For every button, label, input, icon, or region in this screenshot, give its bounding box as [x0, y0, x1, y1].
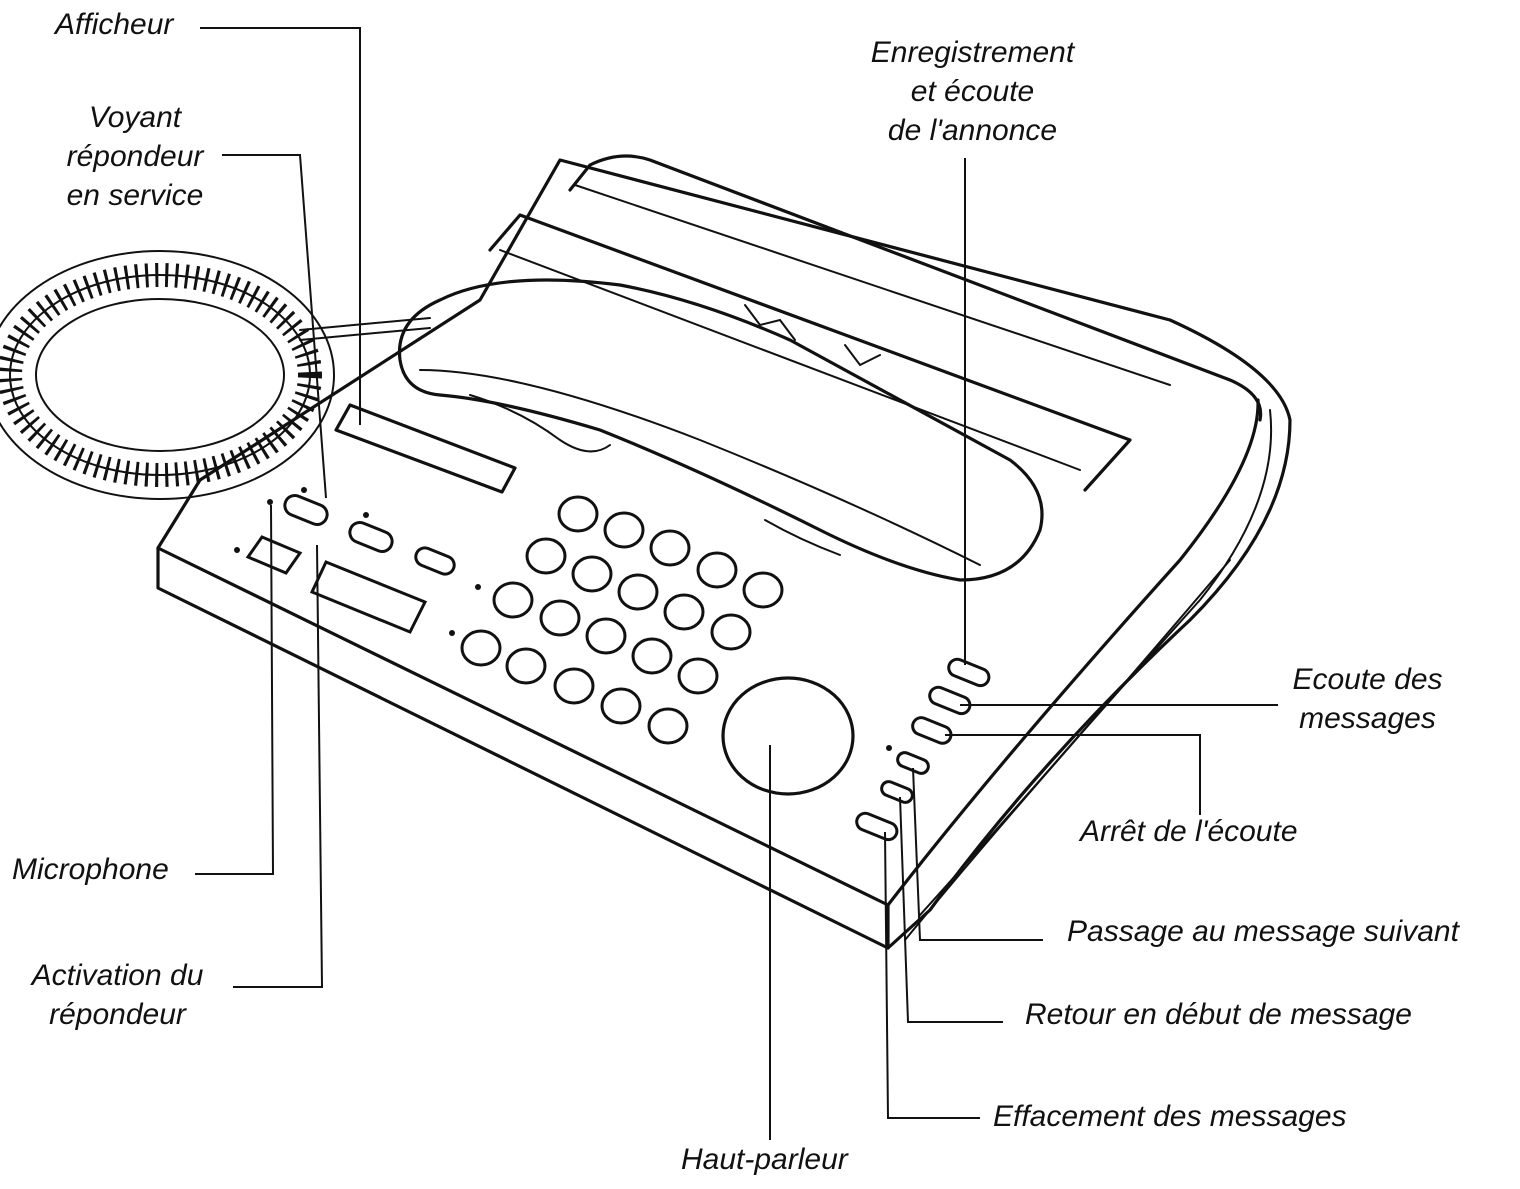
label-passage-message-suivant: Passage au message suivant — [1067, 912, 1459, 951]
label-microphone: Microphone — [12, 850, 169, 889]
label-activation-line-1: Activation du — [31, 959, 204, 992]
label-voyant-repondeur: Voyant répondeur en service — [50, 98, 220, 215]
right-control-buttons — [855, 657, 991, 842]
leader-lines — [195, 27, 1278, 1140]
label-haut-parleur: Haut-parleur — [681, 1140, 848, 1179]
device-body — [156, 154, 1292, 950]
label-arret-line: Arrêt de l'écoute — [1080, 815, 1298, 848]
label-retour-line: Retour en début de message — [1025, 998, 1412, 1031]
label-activation-line-2: répondeur — [49, 998, 186, 1031]
leader-arret — [945, 734, 1201, 815]
label-effacement-line: Effacement des messages — [993, 1100, 1347, 1133]
speaker-grille — [721, 676, 855, 796]
label-afficheur: Afficheur — [55, 5, 173, 44]
leader-afficheur — [200, 27, 361, 425]
label-arret-ecoute: Arrêt de l'écoute — [1080, 812, 1298, 851]
label-voyant-line-2: répondeur — [66, 140, 204, 173]
label-enregistrement-line-3: de l'annonce — [887, 114, 1058, 147]
label-passage-line: Passage au message suivant — [1067, 915, 1459, 948]
label-enregistrement-annonce: Enregistrement et écoute de l'annonce — [855, 33, 1090, 150]
keypad — [460, 495, 784, 745]
left-control-buttons — [234, 487, 481, 636]
label-enregistrement-line-2: et écoute — [910, 75, 1035, 108]
label-ecoute-line-1: Ecoute des — [1292, 663, 1443, 696]
leader-effacement — [884, 831, 980, 1119]
label-effacement-messages: Effacement des messages — [993, 1097, 1347, 1136]
leader-voyant — [222, 154, 327, 499]
label-enregistrement-line-1: Enregistrement — [870, 36, 1075, 69]
label-afficheur-line: Afficheur — [55, 8, 174, 41]
label-microphone-line: Microphone — [12, 853, 169, 886]
label-ecoute-messages: Ecoute des messages — [1280, 660, 1455, 738]
display-window — [334, 403, 517, 494]
label-activation-repondeur: Activation du répondeur — [10, 956, 225, 1034]
label-haut-parleur-line: Haut-parleur — [681, 1143, 848, 1176]
leader-microphone — [195, 504, 275, 875]
label-voyant-line-1: Voyant — [88, 101, 182, 134]
leader-activation — [233, 544, 324, 988]
label-ecoute-line-2: messages — [1299, 702, 1436, 735]
leader-passage — [912, 767, 1043, 941]
label-voyant-line-3: en service — [66, 179, 204, 212]
handset — [397, 278, 1044, 582]
coiled-cord — [0, 250, 431, 500]
leader-retour — [899, 796, 1003, 1023]
label-retour-debut-message: Retour en début de message — [1025, 995, 1412, 1034]
